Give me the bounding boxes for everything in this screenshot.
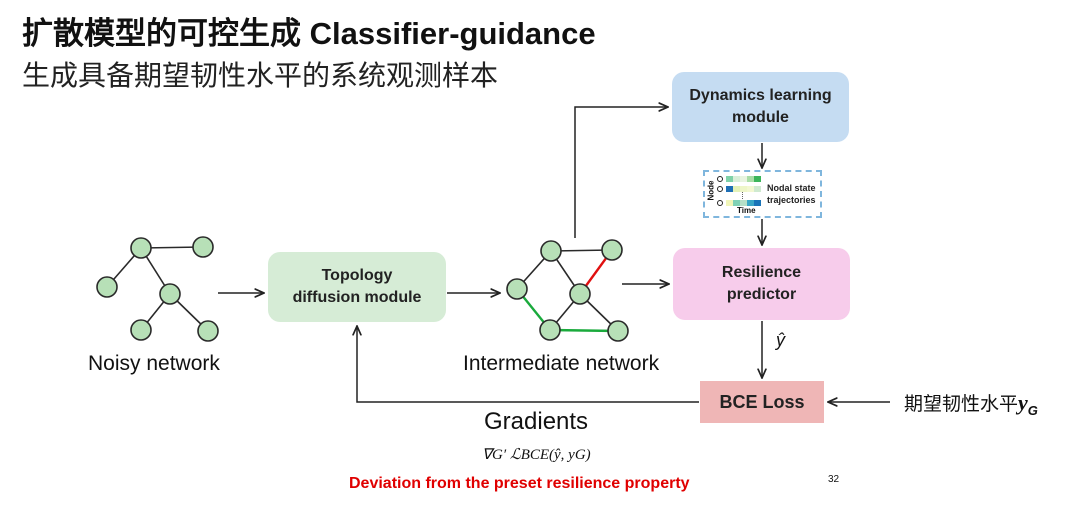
trajectories-label: Nodal state trajectories — [767, 183, 816, 205]
trajectory-cell — [726, 200, 733, 206]
added-edge — [549, 328, 619, 333]
graph-node — [130, 319, 152, 341]
trajectory-cell — [740, 176, 747, 182]
node-marker — [717, 186, 723, 192]
intermediate-network-graph — [506, 239, 629, 342]
ellipsis-marker — [742, 192, 744, 199]
intermediate-network-label: Intermediate network — [463, 352, 660, 375]
trajectory-cell — [740, 200, 747, 206]
trajectory-cell — [726, 176, 733, 182]
target-subscript: G — [1027, 402, 1038, 418]
graph-node — [539, 319, 561, 341]
noisy-network-label: Noisy network — [88, 352, 220, 375]
graph-node — [506, 278, 528, 300]
target-resilience-text: 期望韧性水平 — [904, 394, 1019, 415]
graph-node — [130, 237, 152, 259]
node-axis-label: Node — [706, 180, 716, 201]
noisy-network-graph — [96, 236, 219, 342]
topology-diffusion-module: Topology diffusion module — [268, 252, 446, 322]
gradient-formula-text: ∇G′ ℒBCE(ŷ, yG) — [482, 447, 591, 463]
bce-loss-box: BCE Loss — [700, 381, 824, 423]
resilience-predictor-module: Resilience predictor — [673, 248, 850, 320]
graph-node — [197, 320, 219, 342]
graph-node — [192, 236, 214, 258]
trajectory-cell — [754, 176, 761, 182]
trajectory-cell — [754, 200, 761, 206]
trajectory-cell — [747, 186, 754, 192]
graph-node — [569, 283, 591, 305]
trajectory-cell — [733, 176, 740, 182]
arrow-loss-to-topology — [357, 326, 699, 403]
arrow-intermediate-to-dynamics — [574, 107, 668, 238]
graph-node — [96, 276, 118, 298]
dynamics-learning-label: Dynamics learning module — [689, 87, 832, 126]
graph-node — [601, 239, 623, 261]
target-resilience-label: 期望韧性水平yG — [904, 389, 1038, 418]
gradients-label: Gradients — [484, 408, 589, 435]
bce-loss-label: BCE Loss — [719, 392, 805, 412]
target-symbol: y — [1018, 390, 1028, 415]
gradient-formula: ∇G′ ℒBCE(ŷ, yG) — [482, 445, 591, 464]
trajectory-cell — [733, 186, 740, 192]
node-marker — [717, 200, 723, 206]
dynamics-learning-module: Dynamics learning module — [672, 72, 849, 142]
trajectory-cell — [747, 176, 754, 182]
resilience-predictor-label: Resilience predictor — [721, 264, 802, 303]
page-number: 32 — [828, 474, 840, 485]
trajectory-cell — [747, 200, 754, 206]
graph-node — [540, 240, 562, 262]
slide-title: 扩散模型的可控生成 Classifier-guidance — [22, 16, 596, 51]
graph-node — [159, 283, 181, 305]
y-hat-label: ŷ — [776, 330, 785, 350]
deviation-note: Deviation from the preset resilience pro… — [349, 475, 690, 492]
node-marker — [717, 176, 723, 182]
trajectory-cell — [754, 186, 761, 192]
time-axis-label: Time — [737, 206, 756, 215]
slide-subtitle: 生成具备期望韧性水平的系统观测样本 — [22, 60, 499, 91]
nodal-trajectories-panel: Node Time Nodal state trajectories — [703, 170, 822, 218]
graph-node — [607, 320, 629, 342]
topology-diffusion-label: Topology diffusion module — [292, 267, 422, 306]
trajectory-cell — [726, 186, 733, 192]
trajectory-cell — [733, 200, 740, 206]
trajectory-cell — [740, 186, 747, 192]
